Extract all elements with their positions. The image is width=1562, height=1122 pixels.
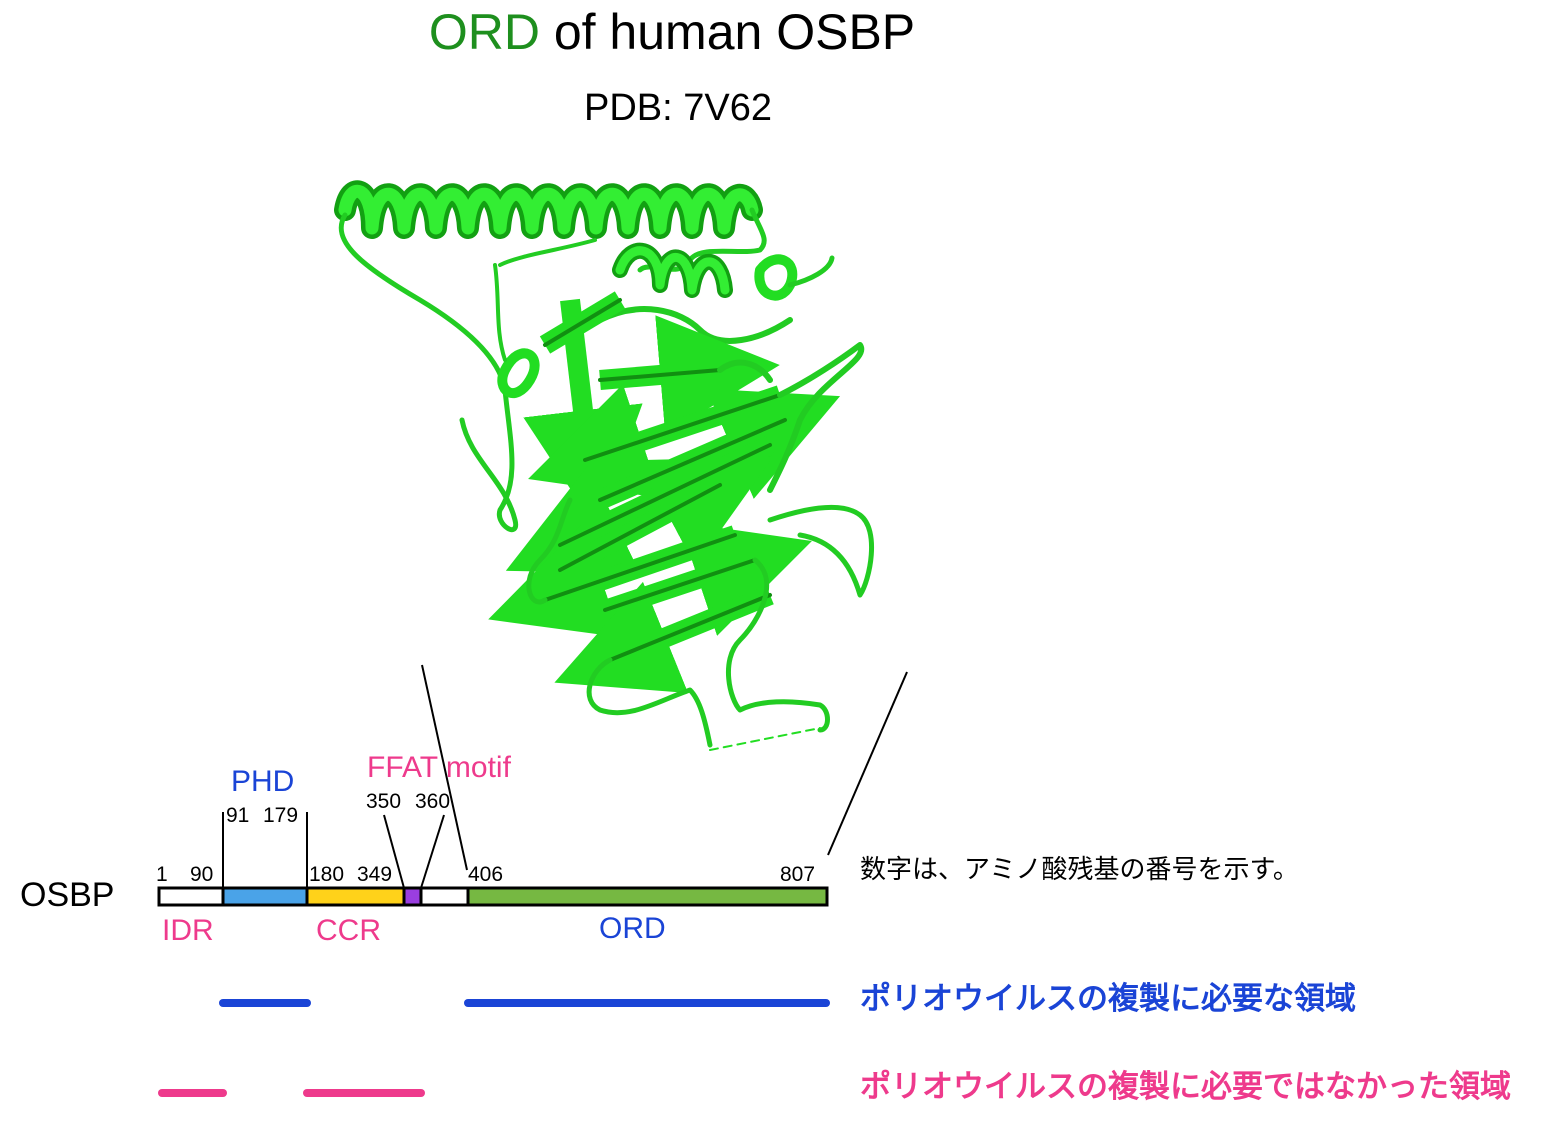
segment-ffat: [402, 886, 423, 907]
segment-ord: [466, 886, 829, 907]
protein-label: OSBP: [20, 876, 115, 914]
num-807: 807: [780, 863, 816, 886]
segment-linker: [419, 886, 470, 907]
legend-not-required: ポリオウイルスの複製に必要ではなかった領域: [860, 1069, 1511, 1104]
callout-lines: [222, 812, 445, 889]
segment-ccr: [305, 886, 406, 907]
label-ffat: FFAT motif: [367, 751, 511, 784]
segment-phd: [221, 886, 309, 907]
num-91: 91: [226, 804, 250, 827]
domain-bar: [157, 886, 829, 907]
label-phd: PHD: [231, 765, 295, 798]
label-ord: ORD: [599, 912, 666, 945]
num-180: 180: [309, 863, 345, 886]
segment-idr: [157, 886, 225, 907]
residue-note: 数字は、アミノ酸残基の番号を示す。: [860, 854, 1299, 884]
num-360: 360: [415, 790, 451, 813]
title-ord: ORD: [428, 4, 540, 60]
num-1: 1: [156, 863, 168, 886]
ord-structure-image: [334, 180, 875, 751]
title-rest: of human OSBP: [539, 4, 916, 60]
num-406: 406: [468, 863, 504, 886]
label-ccr: CCR: [316, 914, 381, 947]
legend-required: ポリオウイルスの複製に必要な領域: [860, 981, 1356, 1016]
connector-line-right: [827, 671, 908, 856]
num-349: 349: [357, 863, 393, 886]
num-350: 350: [366, 790, 402, 813]
connector-line-left: [421, 664, 468, 871]
label-idr: IDR: [162, 914, 214, 947]
num-90: 90: [190, 863, 214, 886]
figure-title: ORD of human OSBP: [0, 4, 1344, 60]
pdb-id: PDB: 7V62: [584, 87, 772, 129]
num-179: 179: [263, 804, 299, 827]
